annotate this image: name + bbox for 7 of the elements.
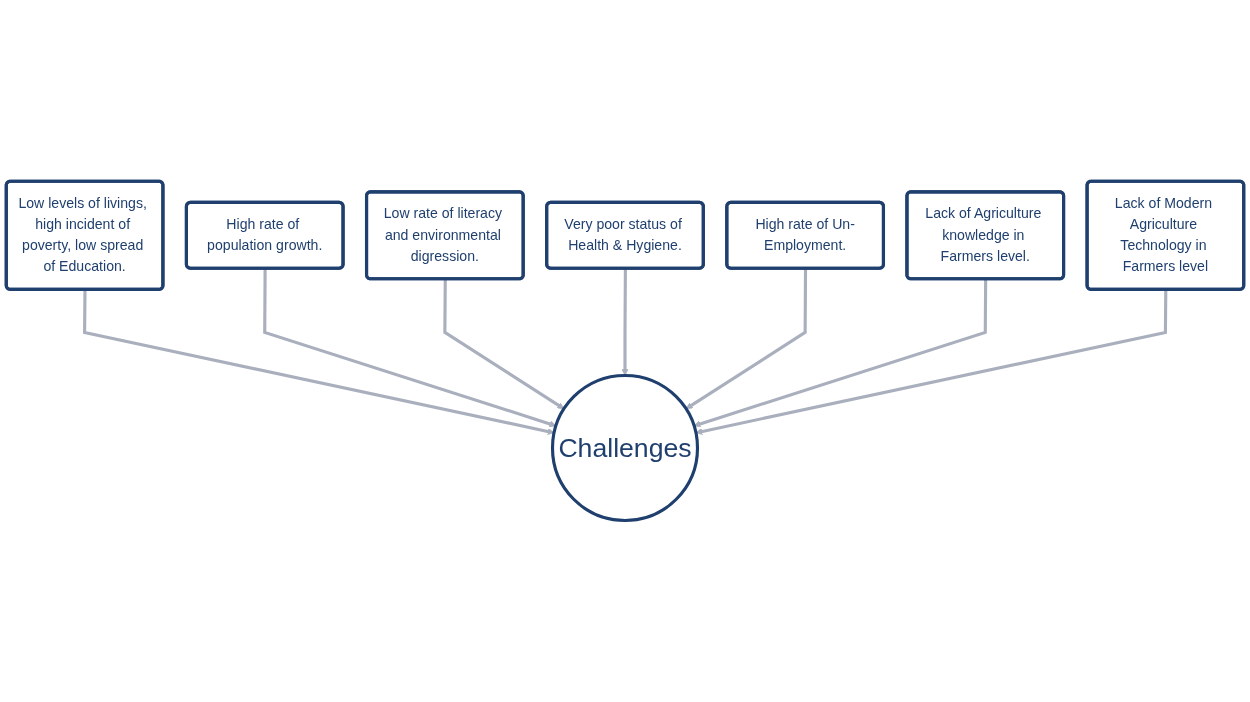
arrow (693, 279, 988, 428)
arrow (695, 289, 1168, 435)
arrow (263, 268, 557, 428)
arrow (685, 268, 808, 410)
arrow (443, 279, 565, 410)
arrow (621, 268, 629, 376)
node-circle: Challenges (550, 374, 700, 523)
